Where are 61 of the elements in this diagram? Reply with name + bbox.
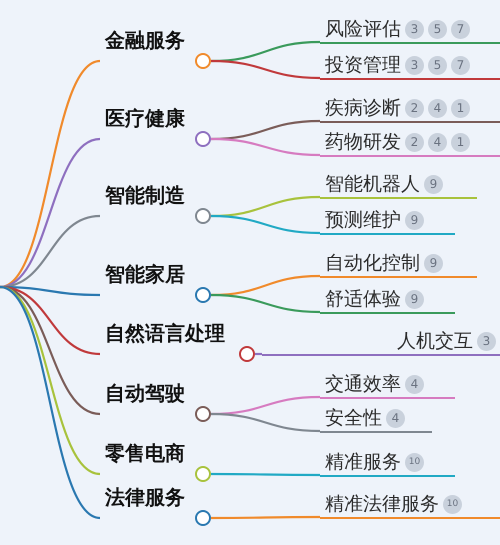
topic-heading: 智能制造 (104, 182, 186, 208)
subtopic-underline (320, 129, 500, 157)
subtopic-text: 精准服务 (325, 450, 401, 474)
count-badge: 5 (428, 56, 447, 74)
topic-heading: 智能家居 (104, 261, 186, 287)
count-badge: 3 (405, 20, 424, 38)
branch-line (0, 138, 100, 288)
subtopic-text: 预测维护 (325, 208, 401, 232)
count-badge: 4 (428, 132, 447, 152)
subtopic-underline (320, 371, 455, 399)
subtopic-text: 智能机器人 (325, 172, 420, 196)
subtopic-text: 交通效率 (325, 372, 401, 396)
topic-heading: 自动驾驶 (104, 380, 186, 406)
topic-heading: 自然语言处理 (104, 320, 226, 346)
count-badge: 9 (405, 210, 424, 230)
branch-line (0, 286, 100, 476)
subtopic-text: 安全性 (325, 406, 382, 430)
branch-line (210, 294, 320, 314)
branch-line (255, 352, 262, 356)
count-badge: 2 (405, 132, 424, 152)
topic-heading: 金融服务 (104, 27, 186, 53)
subtopic-text: 自动化控制 (325, 251, 420, 275)
count-badge: 4 (428, 98, 447, 118)
topic-heading: 零售电商 (104, 440, 186, 466)
subtopic-underline (320, 207, 455, 235)
subtopic-text: 风险评估 (325, 17, 401, 41)
count-badge: 2 (405, 98, 424, 118)
count-badge: 5 (428, 20, 447, 38)
branch-line (210, 412, 320, 432)
branch-line (210, 138, 320, 156)
count-badge: 7 (451, 20, 470, 38)
subtopic-underline (320, 286, 455, 314)
topic-heading: 法律服务 (104, 484, 186, 510)
count-badge: 10 (405, 452, 424, 472)
subtopic-underline (262, 328, 500, 356)
count-badge: 7 (451, 56, 470, 74)
subtopic-text: 药物研发 (325, 130, 401, 154)
count-badge: 3 (405, 56, 424, 74)
count-badge: 9 (405, 290, 424, 308)
count-badge: 4 (405, 374, 424, 394)
subtopic-text: 投资管理 (325, 53, 401, 77)
branch-line (0, 286, 100, 520)
subtopic-underline (320, 491, 500, 519)
branch-line (210, 214, 320, 234)
count-badge: 3 (477, 332, 496, 350)
count-badge: 1 (451, 132, 470, 152)
count-badge: 9 (424, 254, 443, 272)
count-badge: 10 (443, 494, 462, 514)
branch-line (210, 60, 320, 80)
subtopic-text: 舒适体验 (325, 287, 401, 311)
subtopic-text: 人机交互 (397, 329, 473, 353)
count-badge: 9 (424, 174, 443, 194)
count-badge: 4 (386, 408, 405, 428)
subtopic-text: 疾病诊断 (325, 96, 401, 120)
branch-line (211, 516, 320, 520)
branch-line (211, 472, 320, 476)
subtopic-underline (320, 405, 432, 433)
subtopic-underline (320, 95, 500, 123)
subtopic-text: 精准法律服务 (325, 492, 439, 516)
count-badge: 1 (451, 98, 470, 118)
topic-heading: 医疗健康 (104, 105, 186, 131)
